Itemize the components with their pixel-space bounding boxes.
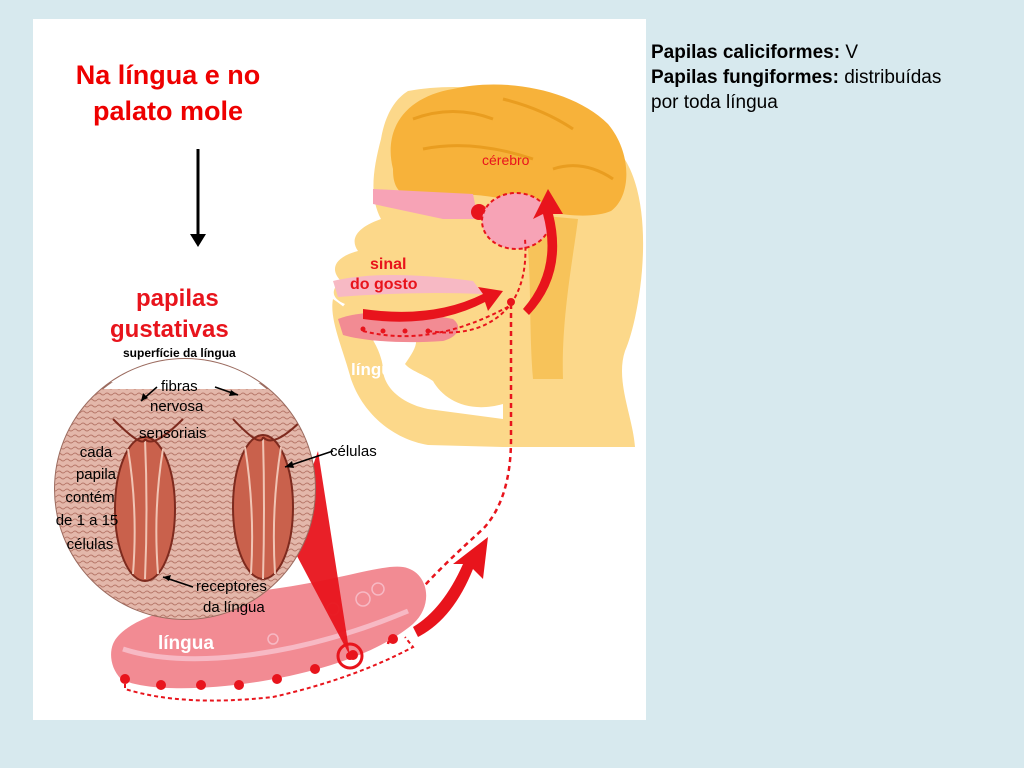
label-fibras-1: fibras	[161, 378, 198, 395]
label-cada-1: cada	[80, 444, 113, 461]
taste-diagram: cérebro sinal do gosto língua papilas gu…	[54, 84, 644, 702]
figure-panel: cérebro sinal do gosto língua papilas gu…	[33, 19, 646, 720]
label-lingua-head: língua	[351, 360, 402, 379]
note-term: Papilas caliciformes:	[651, 42, 841, 63]
caption-title: Na língua e no palato mole	[75, 60, 261, 126]
note-term: Papilas fungiformes:	[651, 67, 839, 88]
label-fibras-2: nervosa	[150, 398, 204, 415]
note-text: V	[840, 42, 858, 63]
note-text: por toda língua	[651, 92, 778, 113]
label-cada-3: contém	[65, 489, 114, 506]
label-cada-4: de 1 a 15	[56, 512, 119, 529]
brain	[390, 84, 627, 216]
label-sinal-1: sinal	[370, 256, 406, 273]
note-text: distribuídas	[838, 67, 942, 88]
note-continuation: por toda língua	[651, 90, 1024, 115]
label-receptores-1: receptores	[196, 578, 267, 595]
note-fungiformes: Papilas fungiformes: distribuídas	[651, 65, 1024, 90]
label-fibras-3: sensoriais	[139, 425, 207, 442]
label-receptores-2: da língua	[203, 599, 265, 616]
label-cerebro: cérebro	[482, 152, 530, 168]
label-lingua-tongue: língua	[158, 633, 214, 654]
magnified-papilla	[54, 358, 334, 620]
label-superficie: superfície da língua	[123, 346, 236, 360]
label-celulas: células	[330, 443, 377, 460]
label-sinal-2: do gosto	[350, 276, 418, 293]
jaw	[332, 299, 503, 447]
label-cada-5: células	[67, 536, 114, 553]
note-caliciformes: Papilas caliciformes: V	[651, 40, 1024, 65]
label-cada-2: papila	[76, 466, 117, 483]
label-papilas-1: papilas	[136, 285, 219, 312]
notes-panel: Papilas caliciformes: V Papilas fungifor…	[651, 40, 1024, 115]
label-papilas-2: gustativas	[110, 316, 229, 343]
